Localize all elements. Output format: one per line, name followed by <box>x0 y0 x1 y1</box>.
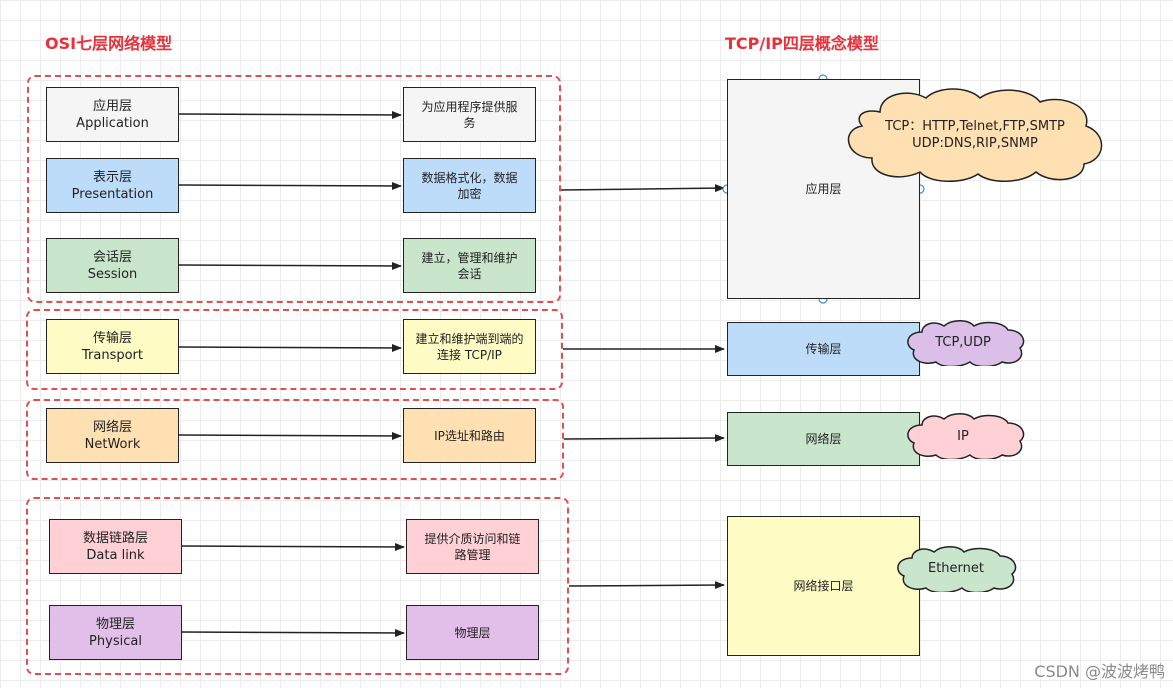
osi-session-desc-text: 建立，管理和维护会话 <box>421 250 518 281</box>
osi-datalink-name: 数据链路层 <box>82 530 148 546</box>
osi-transport-en: Transport <box>81 347 143 363</box>
osi-network-box: 网络层 NetWork <box>46 408 179 463</box>
arrow-to-tcpip-network <box>563 434 725 443</box>
osi-application-en: Application <box>76 115 149 131</box>
osi-datalink-desc: 提供介质访问和链路管理 <box>406 519 539 574</box>
osi-application-name: 应用层 <box>92 98 132 114</box>
osi-application-box: 应用层 Application <box>46 87 179 142</box>
arrow-datalink <box>181 542 405 551</box>
osi-datalink-desc-text: 提供介质访问和链路管理 <box>424 531 521 562</box>
arrow-application <box>178 110 402 119</box>
osi-datalink-box: 数据链路层 Data link <box>49 519 182 574</box>
arrow-to-tcpip-application <box>560 184 725 193</box>
cloud-network-text: IP <box>957 429 969 444</box>
osi-transport-name: 传输层 <box>92 330 132 346</box>
osi-network-desc-text: IP选址和路由 <box>434 428 505 443</box>
cloud-transport-text: TCP,UDP <box>935 335 991 350</box>
tcpip-link-label: 网络接口层 <box>793 579 854 593</box>
osi-network-en: NetWork <box>84 436 141 452</box>
cloud-network <box>907 413 1025 459</box>
link-physical-group <box>26 497 569 675</box>
osi-physical-box: 物理层 Physical <box>49 605 182 660</box>
cloud-link <box>897 546 1017 592</box>
cloud-application-text: TCP：HTTP,Telnet,FTP,SMTP UDP:DNS,RIP,SNM… <box>885 119 1065 151</box>
arrow-to-tcpip-link <box>568 581 725 590</box>
osi-transport-desc-text: 建立和维护端到端的连接 TCP/IP <box>415 331 524 362</box>
osi-presentation-desc: 数据格式化，数据加密 <box>403 158 536 213</box>
osi-session-desc: 建立，管理和维护会话 <box>403 238 536 293</box>
osi-physical-name: 物理层 <box>95 616 135 632</box>
osi-session-name: 会话层 <box>92 249 132 265</box>
osi-network-desc: IP选址和路由 <box>403 408 536 463</box>
osi-presentation-name: 表示层 <box>92 169 132 185</box>
osi-datalink-en: Data link <box>86 547 145 563</box>
osi-application-desc-text: 为应用程序提供服务 <box>421 99 518 130</box>
cloud-link-text: Ethernet <box>928 561 984 576</box>
osi-physical-desc: 物理层 <box>406 605 539 660</box>
network-group <box>26 399 564 480</box>
arrow-session <box>178 261 402 270</box>
tcpip-network-box: 网络层 <box>727 412 920 466</box>
watermark: CSDN @波波烤鸭 <box>1034 662 1165 681</box>
tcpip-network-label: 网络层 <box>805 432 842 446</box>
osi-presentation-box: 表示层 Presentation <box>46 158 179 213</box>
osi-network-name: 网络层 <box>92 419 132 435</box>
osi-presentation-en: Presentation <box>71 186 154 202</box>
osi-physical-en: Physical <box>89 633 142 649</box>
tcpip-link-box: 网络接口层 <box>727 516 920 656</box>
osi-application-desc: 为应用程序提供服务 <box>403 87 536 142</box>
cloud-application <box>847 88 1103 182</box>
transport-group <box>26 309 563 390</box>
arrow-network <box>178 431 402 440</box>
osi-session-box: 会话层 Session <box>46 238 179 293</box>
osi-session-en: Session <box>87 266 138 282</box>
osi-title: OSI七层网络模型 <box>45 34 173 53</box>
tcpip-application-label: 应用层 <box>805 182 842 196</box>
arrow-presentation <box>178 181 402 190</box>
tcpip-title: TCP/IP四层概念模型 <box>725 34 879 53</box>
osi-presentation-desc-text: 数据格式化，数据加密 <box>421 170 518 201</box>
osi-transport-desc: 建立和维护端到端的连接 TCP/IP <box>403 319 536 374</box>
tcpip-transport-label: 传输层 <box>805 342 842 356</box>
arrow-transport <box>178 343 402 352</box>
tcpip-transport-box: 传输层 <box>727 322 920 376</box>
upper-layers-group <box>27 75 561 303</box>
osi-transport-box: 传输层 Transport <box>46 319 179 374</box>
cloud-transport <box>907 320 1025 366</box>
arrow-physical <box>181 628 405 637</box>
osi-physical-desc-text: 物理层 <box>454 625 491 640</box>
